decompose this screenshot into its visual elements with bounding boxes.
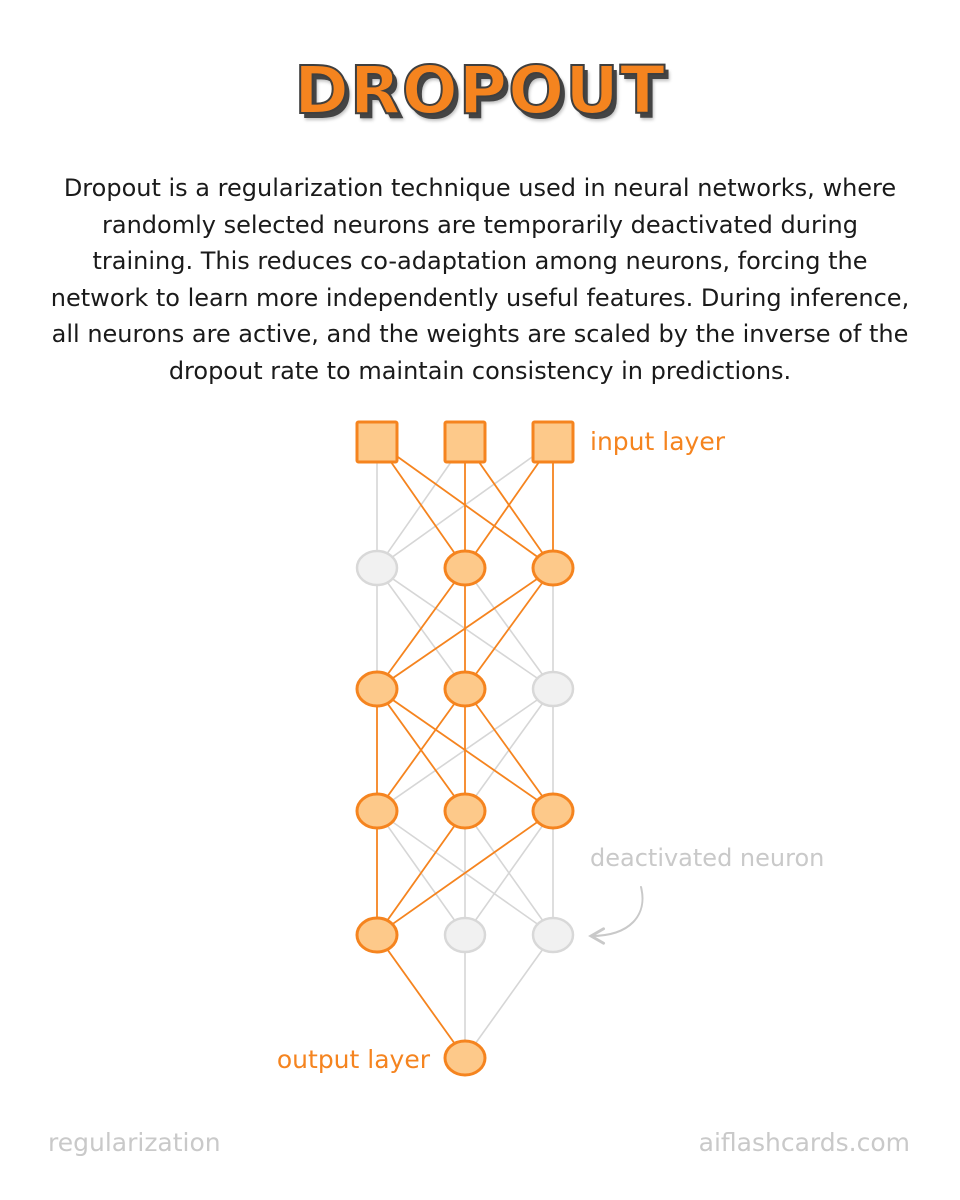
hidden-2-neuron-3-deactivated: [531, 670, 575, 708]
hidden-1-neuron-3-active: [531, 549, 575, 587]
edge-active-l4n0-l5n0: [376, 934, 466, 1059]
footer-site: aiflashcards.com: [698, 1128, 910, 1157]
input-neuron-1-active: [355, 420, 399, 464]
output-neuron-1-active: [443, 1039, 487, 1077]
hidden-1-neuron-1-deactivated: [355, 549, 399, 587]
page-title: DROPOUT: [293, 51, 666, 130]
network-edges: [376, 441, 554, 1059]
edge-active-l2n1-l3n0: [376, 688, 466, 812]
hidden-2-neuron-1-active: [355, 670, 399, 708]
hidden-4-neuron-3-deactivated: [531, 916, 575, 954]
hidden-2-neuron-2-active: [443, 670, 487, 708]
footer-topic: regularization: [48, 1128, 221, 1157]
deactivated-neuron-arrow: [588, 886, 644, 945]
edge-active-l2n1-l3n2: [464, 688, 554, 812]
edge-inactive-l4n2-l5n0: [464, 934, 554, 1059]
edge-active-l3n2-l4n0: [376, 810, 554, 936]
output-layer-label: output layer: [277, 1045, 431, 1074]
hidden-3-neuron-3-active: [531, 792, 575, 830]
hidden-3-neuron-1-active: [355, 792, 399, 830]
hidden-1-neuron-2-active: [443, 549, 487, 587]
input-neuron-3-active: [531, 420, 575, 464]
hidden-4-neuron-1-active: [355, 916, 399, 954]
input-neuron-2-active: [443, 420, 487, 464]
hidden-4-neuron-2-deactivated: [443, 916, 487, 954]
description: Dropout is a regularization technique us…: [50, 174, 910, 385]
edge-active-l3n1-l4n0: [376, 810, 466, 936]
deactivated-neuron-label: deactivated neuron: [590, 844, 824, 872]
input-layer-label: input layer: [590, 427, 726, 456]
edge-inactive-l3n2-l4n1: [464, 810, 554, 936]
edge-active-l1n2-l2n1: [464, 567, 554, 690]
hidden-3-neuron-2-active: [443, 792, 487, 830]
edge-active-l1n2-l2n0: [376, 567, 554, 690]
edge-active-l1n1-l2n0: [376, 567, 466, 690]
network-nodes: [355, 420, 575, 1077]
